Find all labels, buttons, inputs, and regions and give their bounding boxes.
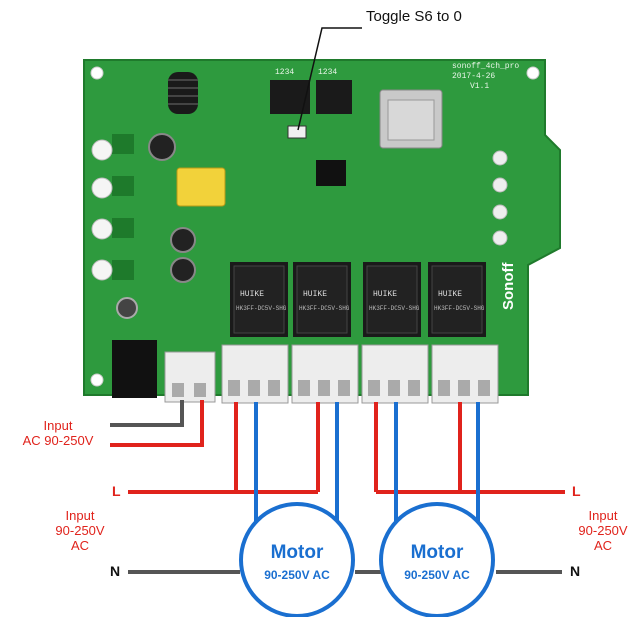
capacitor (170, 227, 196, 253)
pcb-silk-date: 2017-4-26 (452, 72, 496, 81)
input-label-line: Input (588, 508, 618, 523)
pcb-silk-name: sonoff_4ch_pro (452, 62, 520, 71)
input-label-line: 90-250V (578, 523, 628, 538)
terminal-block (361, 344, 429, 404)
input-label-line: AC (70, 538, 90, 553)
wifi-shield (387, 99, 435, 141)
relay-brand: HUIKE (438, 290, 463, 299)
terminal-block-power (164, 351, 216, 403)
pcb-dip-label: 1234 (275, 68, 295, 77)
motor-voltage: 90-250V AC (264, 568, 330, 582)
pcb-silk-version: V1.1 (470, 82, 490, 91)
board-brand: Sonoff (500, 262, 517, 310)
toggle-s6-label: Toggle S6 to 0 (366, 8, 462, 25)
relay-model: HK3FF-DC5V-SHG (434, 305, 485, 312)
dc-jack (112, 340, 157, 398)
input-label-line: AC 90-250V (22, 433, 94, 448)
motor-voltage: 90-250V AC (404, 568, 470, 582)
input-label-right: Input 90-250V AC (566, 508, 640, 553)
dip-switch (270, 80, 310, 114)
push-buttons (91, 134, 134, 281)
input-label-left: Input 90-250V AC (40, 508, 120, 553)
motor-name: Motor (410, 542, 464, 563)
toggle-pointer-line (297, 27, 362, 131)
motor-name: Motor (270, 542, 324, 563)
input-wire-neutral (110, 400, 184, 427)
motor-circle (239, 502, 355, 617)
antenna-coil (168, 72, 198, 114)
relay-model: HK3FF-DC5V-SHG (369, 305, 420, 312)
input-label-line: Input (43, 418, 73, 433)
live-label-right: L (572, 483, 581, 499)
relay-model: HK3FF-DC5V-SHG (236, 305, 287, 312)
relay (293, 262, 351, 337)
relay (363, 262, 421, 337)
toggle-switch-s6 (287, 125, 307, 139)
input-label-line: Input (65, 508, 95, 523)
mount-hole (90, 373, 104, 387)
relay-brand: HUIKE (303, 290, 328, 299)
motor-circle (379, 502, 495, 617)
input-wire-live (110, 400, 204, 447)
relay (428, 262, 486, 337)
status-leds (492, 150, 508, 246)
input-label-top-left: Input AC 90-250V (8, 418, 108, 448)
transformer (176, 167, 226, 207)
input-label-line: 90-250V (55, 523, 105, 538)
terminal-block (221, 344, 289, 404)
capacitor (170, 257, 196, 283)
live-label-left: L (112, 483, 121, 499)
neutral-label-right: N (570, 563, 581, 579)
dip-switch (316, 80, 352, 114)
relay-brand: HUIKE (240, 290, 265, 299)
capacitor (116, 297, 138, 319)
neutral-label-left: N (110, 563, 121, 579)
relay-brand: HUIKE (373, 290, 398, 299)
input-label-line: AC (593, 538, 613, 553)
pcb-dip-label: 1234 (318, 68, 338, 77)
relay-model: HK3FF-DC5V-SHG (299, 305, 350, 312)
capacitor (148, 133, 176, 161)
terminal-block (431, 344, 499, 404)
mount-hole (90, 66, 104, 80)
relay (230, 262, 288, 337)
mcu-chip (316, 160, 346, 186)
terminal-block (291, 344, 359, 404)
mount-hole (526, 66, 540, 80)
